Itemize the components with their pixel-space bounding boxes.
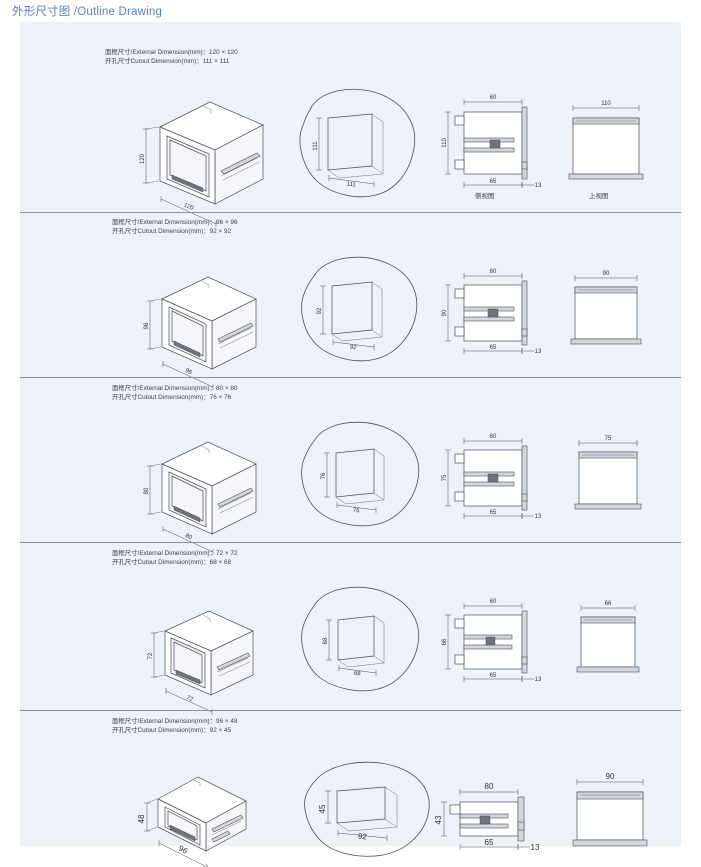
side-right-label-96: 13: [535, 349, 542, 355]
side-left-label-80: 75: [442, 474, 448, 481]
cutout-dimension-text: 开孔尺寸Cutout Dimension(mm)：92 × 45: [112, 727, 232, 734]
top-view-96x48: 90: [555, 764, 665, 859]
top-width-label-96: 90: [603, 271, 610, 277]
cutout-dimension-text: 开孔尺寸Cutout Dimension(mm)：68 × 68: [112, 559, 232, 566]
iso-height-label-120: 120: [140, 153, 146, 164]
page-title: 外形尺寸图 /Outline Drawing: [12, 6, 163, 18]
side-top-label-96: 60: [490, 269, 497, 275]
side-bottom-label-120: 65: [490, 179, 497, 185]
isometric-view-80: 80 80: [120, 420, 270, 555]
side-right-label-120: 13: [535, 183, 542, 189]
side-right-label-96x48: 13: [531, 843, 540, 852]
external-dimension-text: 面框尺寸/External Dimension(mm)：80 × 80: [112, 385, 238, 392]
external-dimension-text: 面框尺寸/External Dimension(mm)：72 × 72: [112, 550, 238, 557]
isometric-view-96x48: 48 96: [120, 757, 280, 867]
side-view-80: 60 75 65 13: [442, 430, 547, 525]
side-left-label-72: 66: [442, 638, 448, 645]
external-dimension-text: 面框尺寸/External Dimension(mm)：96 × 96: [112, 219, 238, 226]
row-separator-2: [20, 377, 681, 378]
iso-height-label-96: 96: [144, 322, 150, 329]
side-left-label-120: 110: [442, 138, 448, 148]
cutout-view-80: 76 76: [292, 415, 427, 535]
cutout-dimension-text: 开孔尺寸Cutout Dimension(mm)：111 × 111: [105, 58, 230, 65]
iso-height-label-72: 72: [148, 652, 154, 659]
side-bottom-label-96x48: 65: [485, 838, 494, 847]
cutout-height-label-72: 68: [323, 637, 329, 644]
top-view-72: 66: [557, 595, 662, 690]
isometric-view-72: 72 72: [125, 587, 270, 715]
side-right-label-72: 13: [535, 677, 542, 683]
cutout-view-96: 92 92: [290, 250, 425, 370]
side-view-96x48: 80 43 65 13: [432, 764, 542, 859]
iso-height-label-80: 80: [144, 487, 150, 494]
isometric-view-96: 96 96: [120, 255, 270, 390]
iso-height-label-96x48: 48: [137, 814, 146, 823]
iso-width-label-80: 80: [184, 533, 193, 541]
top-view-caption-120: 上视图: [589, 193, 609, 200]
top-width-label-96x48: 90: [606, 772, 615, 781]
cutout-width-label-80: 76: [352, 508, 360, 515]
cutout-dimension-text: 开孔尺寸Cutout Dimension(mm)：92 × 92: [112, 228, 232, 235]
top-width-label-80: 75: [605, 436, 612, 442]
iso-width-label-96: 96: [184, 368, 193, 376]
cutout-view-96x48: 45 92: [295, 757, 435, 862]
top-width-label-72: 66: [605, 601, 612, 607]
side-bottom-label-96: 65: [490, 345, 497, 351]
cutout-height-label-80: 76: [321, 472, 327, 479]
iso-width-label-96x48: 96: [177, 844, 189, 856]
cutout-height-label-96x48: 45: [318, 804, 327, 813]
side-view-96: 60 90 65 13: [442, 265, 547, 360]
external-dimension-text: 面框尺寸/External Dimension(mm)：96 × 48: [112, 718, 238, 725]
top-view-80: 75: [557, 430, 662, 525]
row-separator-4: [20, 710, 681, 711]
side-right-label-80: 13: [535, 514, 542, 520]
side-top-label-72: 60: [490, 599, 497, 605]
side-top-label-80: 60: [490, 434, 497, 440]
side-bottom-label-72: 65: [490, 673, 497, 679]
cutout-width-label-96: 92: [349, 345, 357, 352]
side-top-label-96x48: 80: [485, 782, 494, 791]
cutout-width-label-96x48: 92: [357, 832, 367, 842]
side-top-label-120: 60: [490, 95, 497, 101]
cutout-width-label-120: 111: [346, 181, 357, 188]
cutout-height-label-96: 92: [317, 307, 323, 314]
top-view-96: 90: [555, 265, 660, 360]
row-separator-1: [20, 212, 681, 213]
top-width-label-120: 110: [601, 101, 611, 107]
top-view-120: 110: [555, 90, 660, 195]
drawing-panel: 面框尺寸/External Dimension(mm)：120 × 120 开孔…: [20, 22, 681, 867]
iso-width-label-120: 120: [183, 202, 195, 212]
cutout-width-label-72: 68: [353, 671, 361, 678]
cutout-view-72: 68 68: [292, 580, 427, 700]
isometric-view-120: 120 120: [115, 87, 275, 227]
cutout-dimension-text: 开孔尺寸Cutout Dimension(mm)：76 × 76: [112, 394, 232, 401]
cutout-height-label-120: 111: [313, 141, 319, 151]
side-bottom-label-80: 65: [490, 510, 497, 516]
side-left-label-96: 90: [442, 309, 448, 316]
cutout-view-120: 111 111: [288, 82, 423, 207]
iso-width-label-72: 72: [185, 695, 194, 703]
side-view-120: 60 110 65 13: [442, 90, 547, 195]
side-view-caption-120: 侧视图: [475, 193, 495, 200]
row-separator-3: [20, 542, 681, 543]
side-left-label-96x48: 43: [434, 815, 443, 824]
side-view-72: 60 66 65 13: [442, 595, 547, 690]
external-dimension-text: 面框尺寸/External Dimension(mm)：120 × 120: [105, 49, 238, 56]
